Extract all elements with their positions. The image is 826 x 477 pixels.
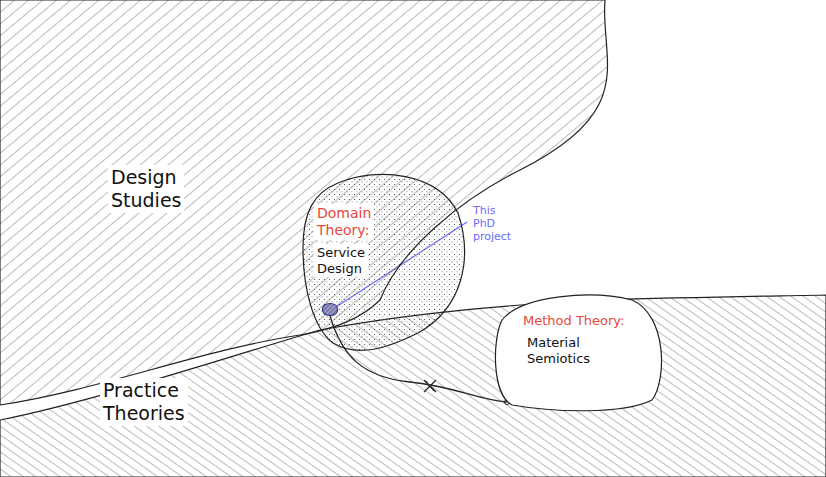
node-label: Service Design — [314, 244, 368, 277]
shape-path — [495, 295, 661, 411]
material-semiotics-blob: Method Theory: Material Semiotics — [492, 290, 667, 415]
node-label: This PhD project — [470, 203, 514, 245]
node-label: Domain Theory: — [314, 204, 374, 240]
shape-path — [323, 304, 338, 316]
node-label: Method Theory: — [520, 312, 628, 330]
node-label: Design Studies — [108, 165, 184, 213]
service-design-blob: Domain Theory: Service DesignThis PhD pro… — [298, 168, 468, 373]
shape-ground — [323, 304, 338, 316]
phd-project-circle: This PhD project — [322, 303, 338, 316]
node-label: Practice Theories — [100, 378, 188, 426]
shape-outline — [322, 303, 338, 316]
shape-path — [303, 174, 465, 350]
node-label: Material Semiotics — [524, 334, 593, 367]
